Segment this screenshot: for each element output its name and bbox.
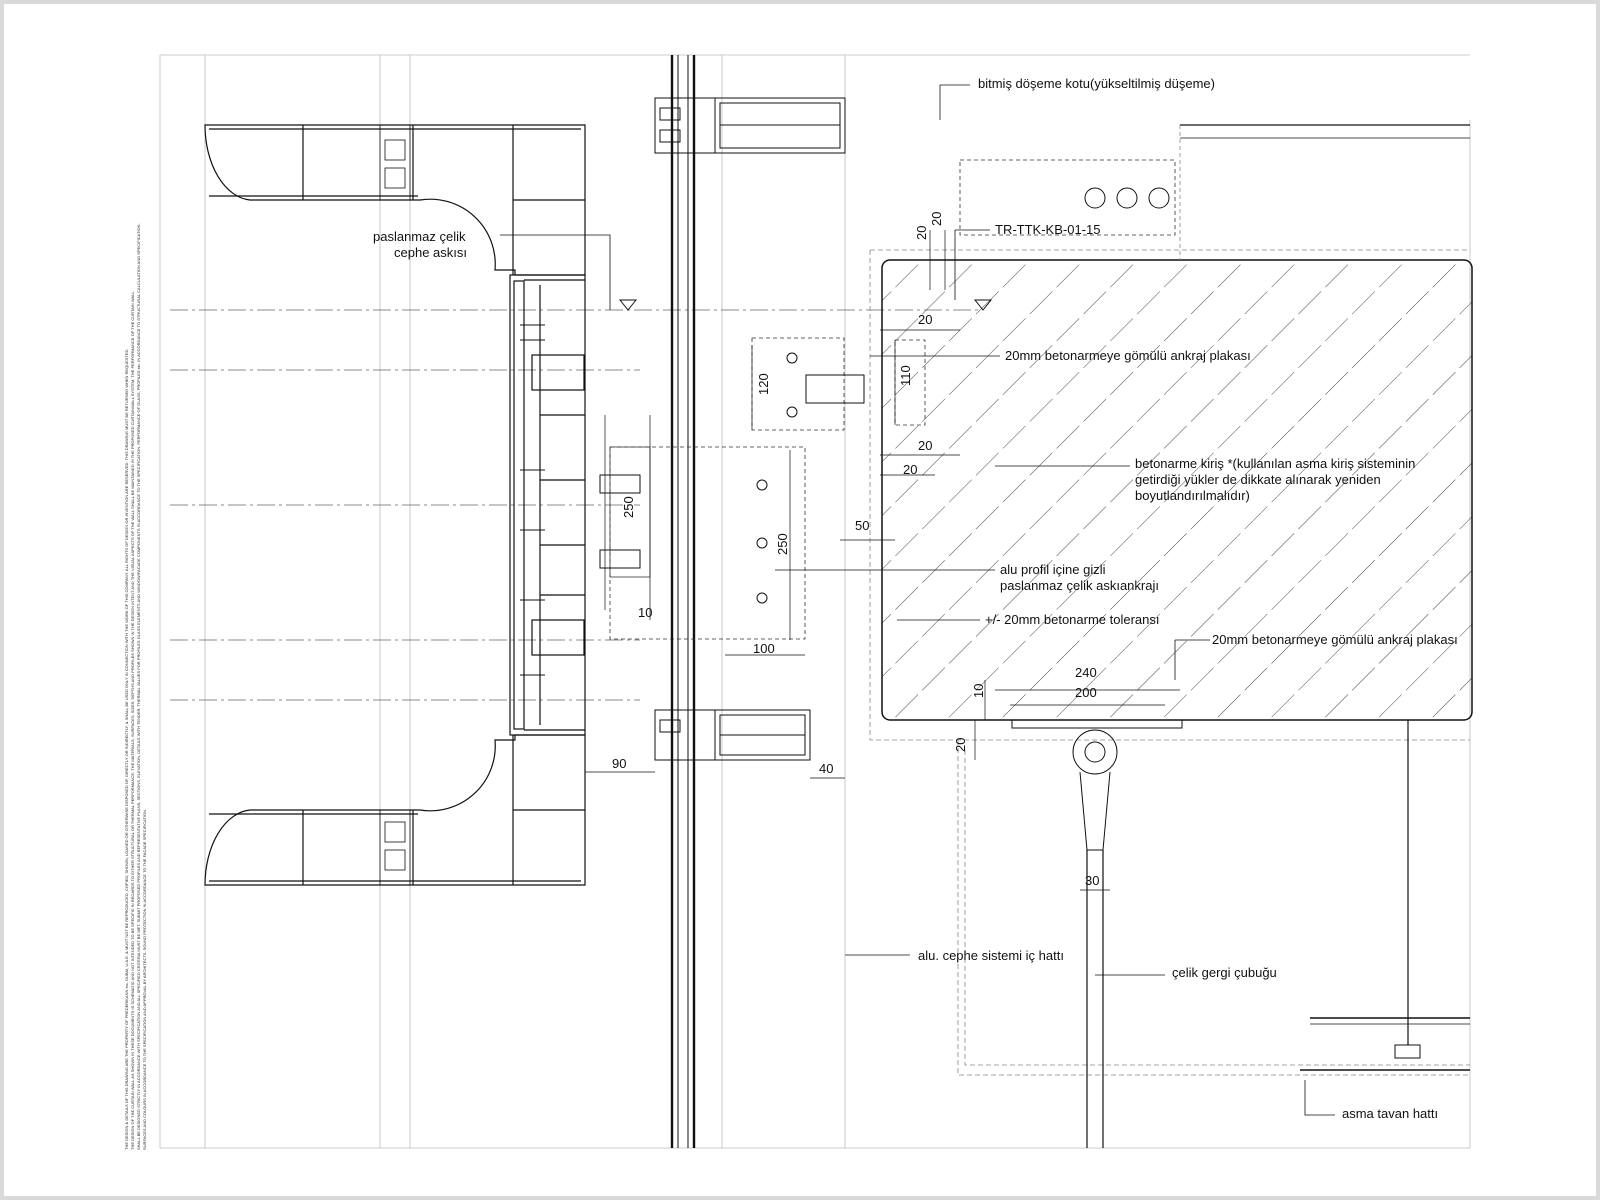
transom-top xyxy=(654,97,846,154)
dim-120: 120 xyxy=(756,373,771,395)
dim-50: 50 xyxy=(855,518,869,533)
dim-20-e: 20 xyxy=(903,462,917,477)
label-beam-1: betonarme kiriş *(kullanılan asma kiriş … xyxy=(1135,456,1415,471)
column-fasteners xyxy=(379,124,545,886)
hanger-assembly xyxy=(1011,719,1470,1148)
dim-20-a: 20 xyxy=(914,226,929,240)
label-beam-3: boyutlandırılmalıdır) xyxy=(1135,488,1250,503)
dim-20-b: 20 xyxy=(929,212,944,226)
disclaimer-block: THE DESIGN & DETAILS OF THIS DRAWING ARE… xyxy=(124,223,147,1150)
label-beam-2: getirdiği yükler de dikkate alınarak yen… xyxy=(1135,472,1381,487)
transom-bottom xyxy=(654,709,811,761)
dim-90: 90 xyxy=(612,756,626,771)
dim-240: 240 xyxy=(1075,665,1097,680)
label-hidden-anchor-2: paslanmaz çelik askıankrajı xyxy=(1000,578,1159,593)
dim-10-a: 10 xyxy=(638,605,652,620)
label-anchor-plate-bottom: 20mm betonarmeye gömülü ankraj plakası xyxy=(1212,632,1458,647)
label-reference: TR-TTK-KB-01-15 xyxy=(995,222,1100,237)
label-hidden-anchor-1: alu profil içine gizli xyxy=(1000,562,1106,577)
dim-40: 40 xyxy=(819,761,833,776)
label-anchor-plate-top: 20mm betonarmeye gömülü ankraj plakası xyxy=(1005,348,1251,363)
label-ceiling-line: asma tavan hattı xyxy=(1342,1106,1438,1121)
disclaimer-line-2: THE DESIGN OF THE CURTAIN WALL AS SHOWN … xyxy=(130,291,135,1150)
leader-lines xyxy=(500,84,1335,1116)
dim-110: 110 xyxy=(898,365,913,386)
center-lines xyxy=(170,309,980,701)
dim-20-c: 20 xyxy=(918,312,932,327)
level-markers xyxy=(618,299,993,311)
bolt-holes xyxy=(599,187,1170,604)
dim-20-d: 20 xyxy=(918,438,932,453)
dim-200: 200 xyxy=(1075,685,1097,700)
glazing xyxy=(670,55,696,1148)
column-profile xyxy=(204,124,586,886)
dim-100: 100 xyxy=(753,641,775,656)
dim-20-f: 20 xyxy=(953,738,968,752)
dim-30: 30 xyxy=(1085,873,1099,888)
dimension-texts: 20 20 20 20 20 20 120 110 250 250 50 10 … xyxy=(612,212,1099,888)
dimension-lines xyxy=(585,230,1180,891)
label-finished-floor: bitmiş döşeme kotu(yükseltilmiş düşeme) xyxy=(978,76,1215,91)
dim-250-a: 250 xyxy=(621,496,636,518)
label-tolerance: +/- 20mm betonarme toleransı xyxy=(985,612,1160,627)
disclaimer-line-3: SHALL BE DESIGNED STRICTLY IN ACCORDANCE… xyxy=(136,223,141,1150)
tolerance-outline xyxy=(869,249,1470,1076)
label-steel-rod: çelik gergi çubuğu xyxy=(1172,965,1277,980)
label-alu-inner-line: alu. cephe sistemi iç hattı xyxy=(918,948,1064,963)
label-stainless-hanger-1: paslanmaz çelik xyxy=(373,229,466,244)
label-stainless-hanger-2: cephe askısı xyxy=(394,245,467,260)
disclaimer-line-1: THE DESIGN & DETAILS OF THIS DRAWING ARE… xyxy=(124,348,129,1150)
disclaimer-line-4: SURFACES AND COLOURS IN ACCORDANCE TO TH… xyxy=(142,809,147,1150)
dim-250-b: 250 xyxy=(775,533,790,555)
annotations: bitmiş döşeme kotu(yükseltilmiş düşeme) … xyxy=(373,76,1458,1121)
dim-10-b: 10 xyxy=(971,684,986,698)
